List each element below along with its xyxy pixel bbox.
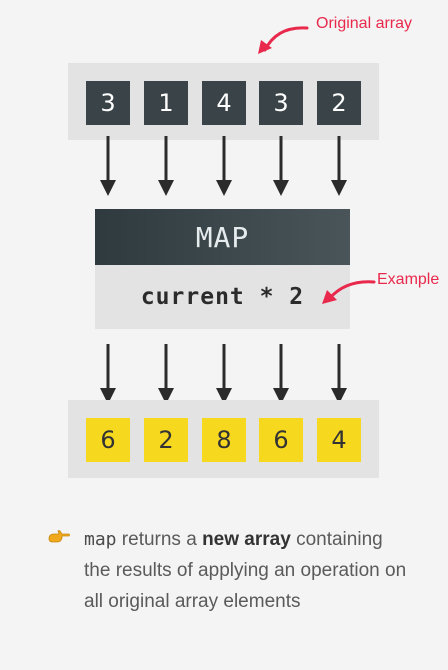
- original-array-label: Original array: [316, 15, 413, 32]
- map-expression: current * 2: [95, 265, 350, 329]
- result-array-cell: 2: [144, 418, 188, 462]
- result-array-cell: 4: [317, 418, 361, 462]
- input-arrows: [100, 136, 347, 196]
- result-array-cell: 6: [86, 418, 130, 462]
- original-array-cell: 3: [259, 81, 303, 125]
- note-text-2: containing the results of applying an op…: [84, 529, 407, 612]
- note-text-1: returns a: [116, 529, 203, 550]
- note-text: map returns a new array containing the r…: [84, 524, 414, 617]
- result-array-cell: 8: [202, 418, 246, 462]
- pointing-hand-icon: [48, 530, 70, 543]
- original-array-cell: 3: [86, 81, 130, 125]
- original-array-pointer-arrow: [258, 26, 309, 54]
- result-array-cell: 6: [259, 418, 303, 462]
- map-header: MAP: [95, 209, 350, 265]
- original-array-cell: 4: [202, 81, 246, 125]
- output-arrows: [100, 344, 347, 404]
- original-array-cell: 1: [144, 81, 188, 125]
- example-label: Example: [377, 271, 440, 288]
- note-bold-phrase: new array: [202, 529, 291, 550]
- note-code-word: map: [84, 529, 117, 550]
- original-array-cell: 2: [317, 81, 361, 125]
- example-pointer-arrow: [322, 280, 376, 304]
